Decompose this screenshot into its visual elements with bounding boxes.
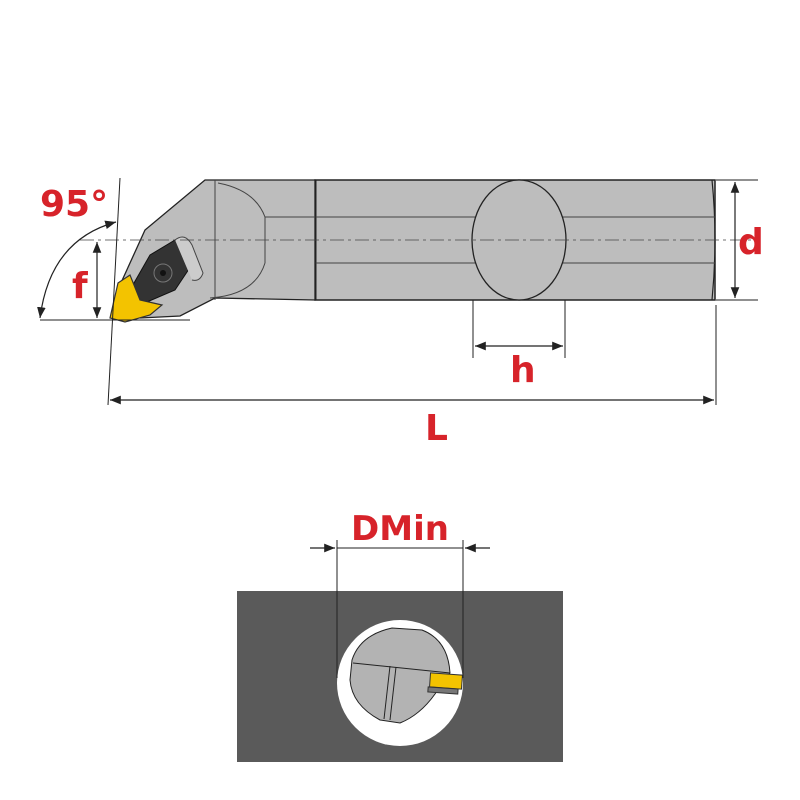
dimension-L: L (110, 395, 714, 449)
insert-end (429, 672, 463, 690)
dimension-d: d (730, 182, 764, 298)
bore-end-view (237, 591, 563, 762)
dimension-f: f (72, 242, 102, 318)
dimension-h: h (475, 341, 563, 391)
d-label: d (738, 222, 764, 263)
h-label: h (510, 350, 536, 391)
dimension-dmin: DMin (310, 509, 490, 678)
dmin-label: DMin (351, 509, 449, 549)
f-label: f (72, 266, 88, 307)
tool-side-view (40, 177, 760, 406)
insert (109, 274, 164, 323)
angle-label: 95° (40, 184, 108, 225)
L-label: L (425, 408, 448, 449)
dimension-angle: 95° (37, 184, 117, 319)
bar-section (349, 627, 451, 724)
